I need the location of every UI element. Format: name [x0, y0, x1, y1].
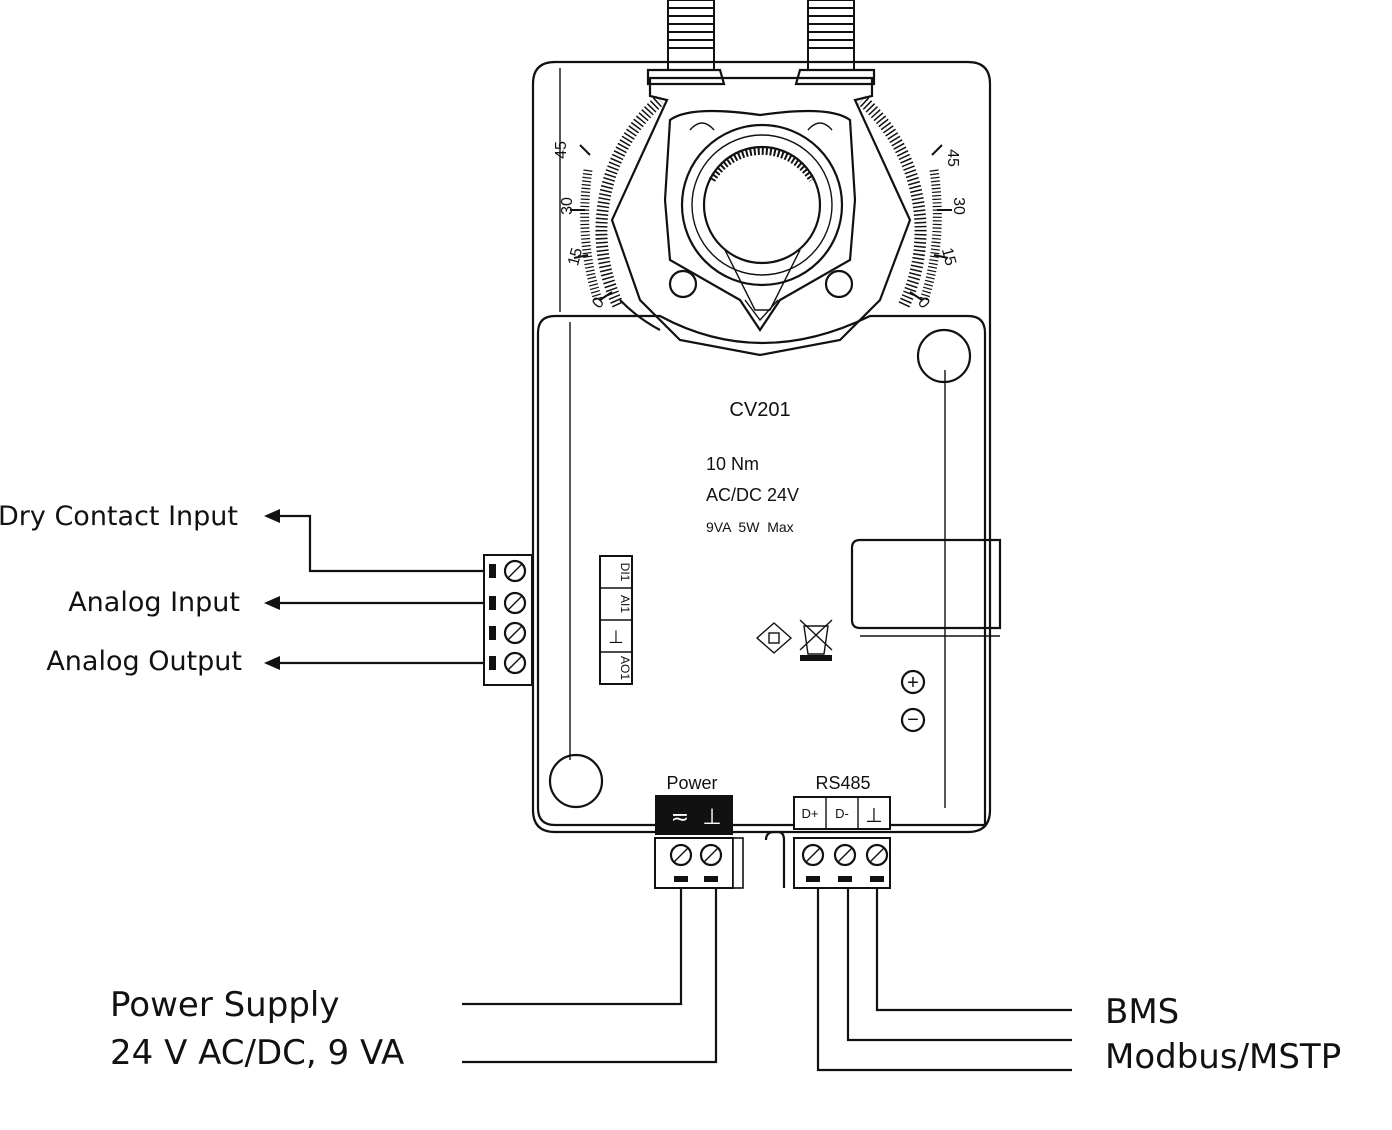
model-label: CV201 — [729, 399, 790, 421]
rating-label: 9VA 5W Max — [706, 519, 794, 535]
actuator-housing — [531, 60, 992, 834]
terminal-label-ai1: AI1 — [618, 595, 632, 613]
terminal-label-di1: DI1 — [618, 563, 632, 582]
power-terminal-ground: ⊥ — [702, 805, 721, 830]
terminal-label-ground: ⊥ — [608, 627, 624, 647]
minus-icon — [900, 707, 926, 733]
scale-right-45: 45 — [944, 149, 961, 167]
scale-left-30: 30 — [559, 197, 576, 215]
class-ii-icon — [755, 622, 793, 654]
power-wires — [462, 888, 718, 1064]
io-terminal-label-strip — [599, 555, 633, 685]
rs485-block-title: RS485 — [815, 773, 870, 793]
rs485-screw-terminal-block — [793, 837, 891, 889]
bms-label: BMS — [1105, 992, 1179, 1032]
power-terminal-labels — [655, 795, 733, 835]
io-screw-terminal-block — [483, 554, 533, 686]
plus-icon — [900, 669, 926, 695]
scale-left-45: 45 — [553, 141, 570, 159]
angle-scale-left — [570, 144, 613, 302]
front-cover — [536, 314, 987, 827]
manual-release-lever — [850, 538, 1002, 637]
rs485-terminal-labels — [793, 796, 891, 830]
power-block-title: Power — [666, 773, 717, 793]
minus-glyph: − — [907, 709, 919, 731]
power-supply-label: Power Supply — [110, 985, 339, 1025]
weee-bin-icon — [799, 619, 833, 661]
rs485-terminal-dminus: D- — [835, 806, 849, 821]
rs485-wires — [816, 888, 1072, 1072]
mounting-hole-top — [916, 328, 972, 384]
torque-label: 10 Nm — [706, 454, 759, 474]
dry-contact-input-label: Dry Contact Input — [0, 501, 238, 532]
analog-input-label: Analog Input — [68, 587, 240, 618]
power-rating-label: 24 V AC/DC, 9 VA — [110, 1033, 404, 1073]
shaft-rods — [667, 0, 855, 71]
analog-output-label: Analog Output — [46, 646, 242, 677]
angle-scale-right — [909, 144, 952, 302]
supply-label: AC/DC 24V — [706, 485, 799, 505]
rs485-terminal-dplus: D+ — [802, 806, 819, 821]
mounting-hole-bottom — [548, 753, 604, 809]
scale-right-30: 30 — [950, 197, 967, 215]
plus-glyph: + — [907, 672, 919, 694]
shaft-clamp — [595, 68, 927, 357]
power-terminal-acdc: ≂ — [671, 805, 689, 830]
scale-right-15: 15 — [938, 246, 959, 268]
rs485-terminal-ground: ⊥ — [865, 805, 882, 827]
terminal-label-ao1: AO1 — [618, 656, 632, 680]
scale-left-15: 15 — [565, 246, 586, 268]
io-wires — [264, 509, 484, 670]
modbus-mstp-label: Modbus/MSTP — [1105, 1037, 1341, 1077]
power-screw-terminal-block — [654, 837, 744, 889]
cable-clip — [764, 830, 786, 888]
